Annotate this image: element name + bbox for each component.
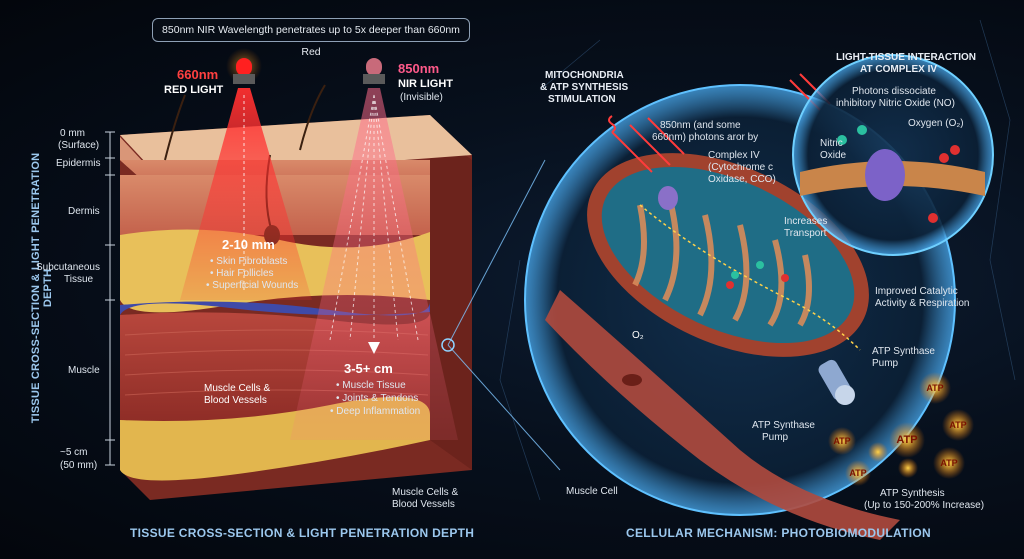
nir-light-beam	[290, 88, 458, 440]
depth-top: 0 mm	[60, 128, 85, 139]
bottom-muscle-cells-label-1: Muscle Cells &	[392, 487, 459, 498]
mito-title-3: STIMULATION	[548, 94, 616, 105]
nir-wavelength: 850nm	[398, 61, 440, 76]
mitochondrion	[587, 153, 869, 357]
pump-right-label-2: Pump	[872, 358, 899, 369]
atp-synthase-pump-icon	[818, 359, 855, 405]
depth-bottom: ~5 cm	[60, 447, 88, 458]
nir-note: (Invisible)	[400, 92, 443, 103]
photons-label-2: 660nm) photons aror by	[652, 132, 759, 143]
zoom-origin	[441, 338, 455, 352]
muscle-cells-label-1: Muscle Cells &	[204, 383, 271, 394]
nir-light-label: NIR LIGHT	[398, 78, 453, 90]
muscle-cells-label-2: Blood Vessels	[204, 395, 267, 406]
zoom-lines	[447, 159, 561, 471]
left-vertical-title: TISSUE CROSS-SECTION & LIGHT PENETRATION…	[30, 152, 54, 424]
mito-title-2: & ATP SYNTHESIS	[540, 82, 629, 93]
nir-depth-item-1: • Muscle Tissue	[336, 380, 406, 391]
red-led-icon	[226, 48, 262, 84]
depth-scale	[105, 131, 115, 466]
transport-label-2: Transport	[784, 228, 827, 239]
complex-label-3: Oxidase, CCO)	[708, 174, 776, 185]
dermis-label: Dermis	[68, 206, 100, 217]
red-light-label: RED LIGHT	[164, 84, 224, 96]
muscle-cell-label: Muscle Cell	[566, 486, 618, 497]
atp-bursts	[828, 372, 974, 486]
pump-left-label-1: ATP Synthase	[752, 420, 815, 431]
photons-label-1: 850nm (and some	[660, 120, 741, 131]
bottom-muscle-cells-label-2: Blood Vessels	[392, 499, 455, 510]
red-depth-item-3: • Superficial Wounds	[206, 280, 299, 291]
atp-synthesis-label-1: ATP Synthesis	[880, 488, 945, 499]
red-wavelength: 660nm	[177, 67, 219, 82]
transport-label-1: Increases	[784, 216, 828, 227]
atp-synthesis-label-2: (Up to 150-200% Increase)	[864, 500, 985, 511]
catalytic-label-2: Activity & Respiration	[875, 298, 970, 309]
mito-title-1: MITOCHONDRIA	[545, 70, 624, 81]
epidermis-label: Epidermis	[56, 158, 101, 169]
inset-membrane	[800, 125, 985, 223]
nir-depth-value: 3-5+ cm	[344, 361, 393, 376]
nir-led-icon	[363, 58, 385, 84]
dissociate-label-2: inhibitory Nitric Oxide (NO)	[836, 98, 955, 109]
red-light-beam	[180, 88, 312, 300]
atp-burst-label: ATP	[833, 436, 851, 446]
atp-burst-label: ATP	[849, 468, 867, 478]
nitric-label-1: Nitric	[820, 138, 843, 149]
catalytic-label-1: Improved Catalytic	[875, 286, 958, 297]
dissociate-label-1: Photons dissociate	[852, 86, 936, 97]
network-lines	[499, 19, 1016, 501]
red-depth-item-1: • Skin Fibroblasts	[210, 256, 288, 267]
depth-bottom-note: (50 mm)	[60, 460, 98, 471]
pump-right-label-1: ATP Synthase	[872, 346, 935, 357]
complex-label-1: Complex IV	[708, 150, 760, 161]
atp-burst-label: ATP	[949, 420, 967, 430]
molecules	[726, 261, 789, 289]
atp-burst-label: ATP	[896, 434, 918, 446]
bottom-title-left: TISSUE CROSS-SECTION & LIGHT PENETRATION…	[130, 526, 475, 540]
atp-burst-label: ATP	[940, 458, 958, 468]
bottom-title-right: CELLULAR MECHANISM: PHOTOBIOMODULATION	[626, 526, 931, 540]
pump-left-label-2: Pump	[762, 432, 789, 443]
subcutaneous-label-2: Tissue	[64, 274, 94, 285]
muscle-cell-fiber	[545, 290, 900, 540]
nir-depth-item-3: • Deep Inflammation	[330, 406, 421, 417]
red-depth-value: 2-10 mm	[222, 237, 275, 252]
nitric-label-2: Oxide	[820, 150, 847, 161]
red-depth-item-2: • Hair Follicles	[210, 268, 274, 279]
top-note: 850nm NIR Wavelength penetrates up to 5x…	[152, 18, 470, 58]
depth-top-note: (Surface)	[58, 140, 100, 151]
complex-label-2: (Cytochrome c	[708, 162, 774, 173]
inset-title-1: LIGHT-TISSUE INTERACTION	[836, 52, 976, 63]
inset-title-2: AT COMPLEX IV	[860, 64, 938, 75]
atp-burst-label: ATP	[926, 383, 944, 393]
muscle-label: Muscle	[68, 365, 100, 376]
subcutaneous-label-1: Subcutaneous	[36, 262, 100, 273]
nir-depth-item-2: • Joints & Tendons	[336, 393, 419, 404]
o2-label: O₂	[632, 330, 644, 341]
oxygen-label: Oxygen (O₂)	[908, 118, 964, 129]
complex-iv-icon	[658, 186, 678, 210]
